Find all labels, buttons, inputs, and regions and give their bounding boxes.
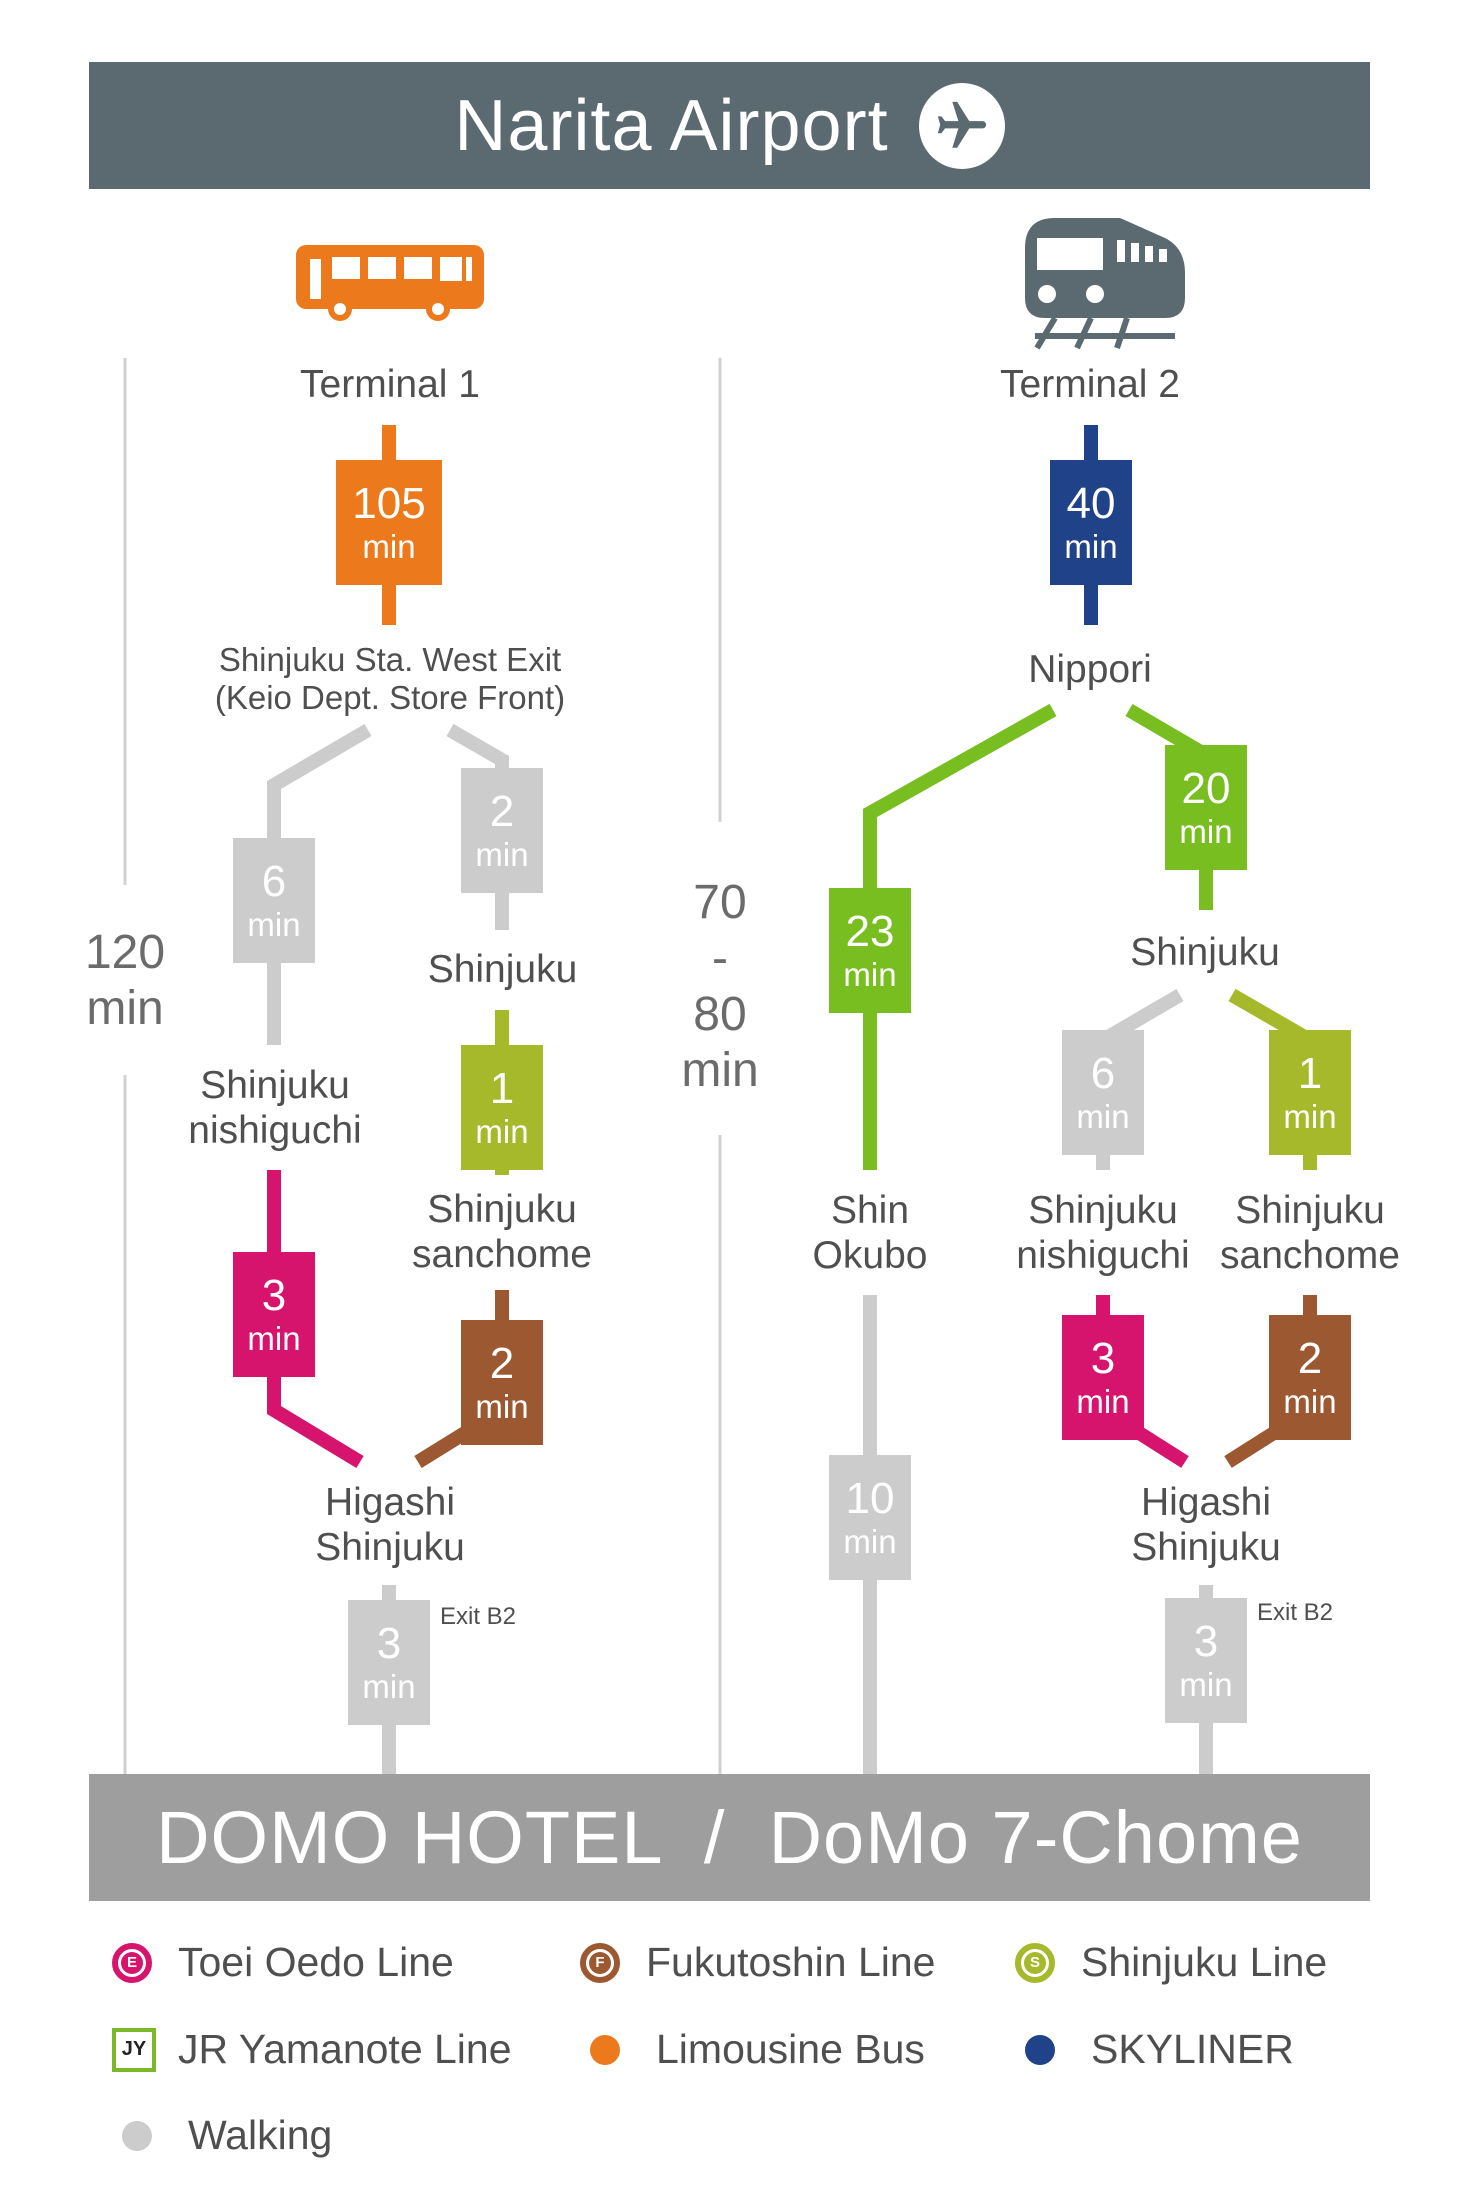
- shinjuku-badge-icon: S: [1015, 1942, 1055, 1983]
- legend-fukutoshin-label: Fukutoshin Line: [646, 1939, 936, 1985]
- west-exit-label: Shinjuku Sta. West Exit(Keio Dept. Store…: [214, 641, 566, 716]
- bus-icon: [296, 245, 484, 321]
- terminal-2-label: Terminal 2: [1000, 363, 1180, 406]
- bus-exit-label: Exit B2: [440, 1603, 517, 1630]
- legend-fukutoshin: F Fukutoshin Line: [580, 1939, 935, 1986]
- legend-bus-label: Limousine Bus: [656, 2026, 925, 2072]
- legend-shinjuku-label: Shinjuku Line: [1081, 1939, 1328, 1985]
- train-icon: [1025, 218, 1185, 350]
- legend-walking-label: Walking: [188, 2112, 333, 2158]
- legend-yamanote: JY JR Yamanote Line: [112, 2026, 512, 2073]
- skyliner-dot-icon: [1025, 2034, 1055, 2065]
- legend-oedo-label: Toei Oedo Line: [178, 1939, 454, 1985]
- jy-badge-icon: JY: [112, 2027, 156, 2072]
- legend-oedo: E Toei Oedo Line: [112, 1939, 454, 1986]
- terminal-1-label: Terminal 1: [300, 363, 480, 406]
- train-shinjuku-label: Shinjuku: [1130, 931, 1280, 974]
- header-title: Narita Airport: [454, 85, 889, 166]
- walking-dot-icon: [122, 2120, 152, 2151]
- legend-skyliner: SKYLINER: [1020, 2026, 1294, 2073]
- total-time-brackets: [123, 358, 722, 1774]
- header-banner: Narita Airport: [89, 62, 1370, 189]
- legend-bus: Limousine Bus: [585, 2026, 925, 2073]
- train-exit-label: Exit B2: [1257, 1599, 1334, 1626]
- airplane-icon: [918, 82, 1005, 169]
- fukutoshin-badge-icon: F: [580, 1942, 620, 1983]
- legend-walking: Walking: [117, 2112, 332, 2159]
- bus-shinjuku-label: Shinjuku: [427, 948, 578, 991]
- oedo-badge-icon: E: [112, 1942, 152, 1983]
- legend-yamanote-label: JR Yamanote Line: [178, 2026, 512, 2072]
- nippori-label: Nippori: [1028, 648, 1152, 691]
- bus-dot-icon: [590, 2034, 620, 2065]
- hotel-banner: DOMO HOTEL / DoMo 7-Chome: [89, 1774, 1370, 1901]
- legend-shinjuku: S Shinjuku Line: [1015, 1939, 1327, 1986]
- hotel-title: DOMO HOTEL / DoMo 7-Chome: [156, 1796, 1303, 1879]
- legend-skyliner-label: SKYLINER: [1091, 2026, 1294, 2072]
